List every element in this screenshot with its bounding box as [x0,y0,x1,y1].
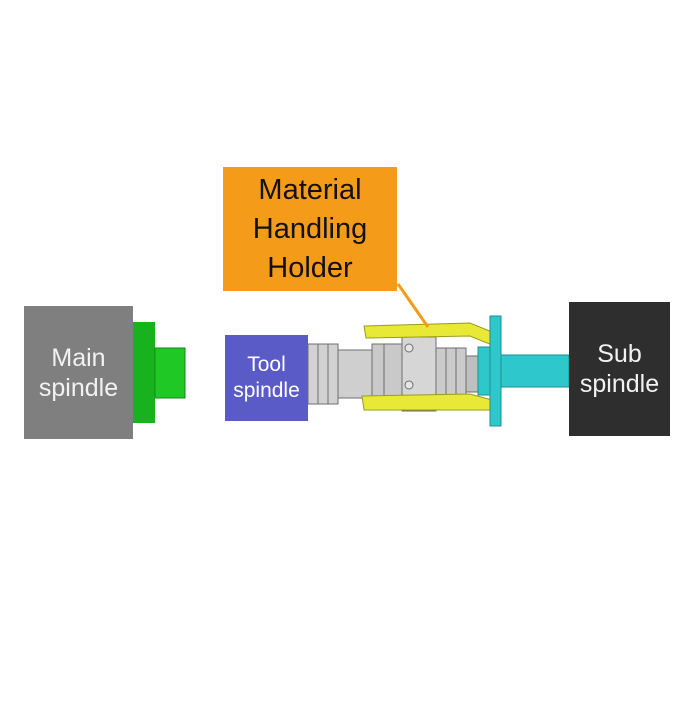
main-spindle [24,306,186,439]
tool-spindle-label: Tool spindle [233,353,300,402]
sub-shaft [477,315,570,427]
main-chuck-nose [154,347,186,399]
main-spindle-label: Main spindle [38,343,119,402]
sub-spindle-label: Sub spindle [579,340,660,398]
tool-spindle [225,335,308,421]
holder-arms [361,322,493,411]
tool-spindle-body [225,335,308,421]
sub-spindle-body [569,302,670,436]
main-chuck-outer [133,322,155,423]
main-spindle-body [24,306,133,439]
material-handling-holder-callout: Material Handling Holder [223,167,397,291]
tool-holder-body [307,336,481,412]
callout-pointer [396,283,430,328]
sub-spindle [569,302,670,436]
